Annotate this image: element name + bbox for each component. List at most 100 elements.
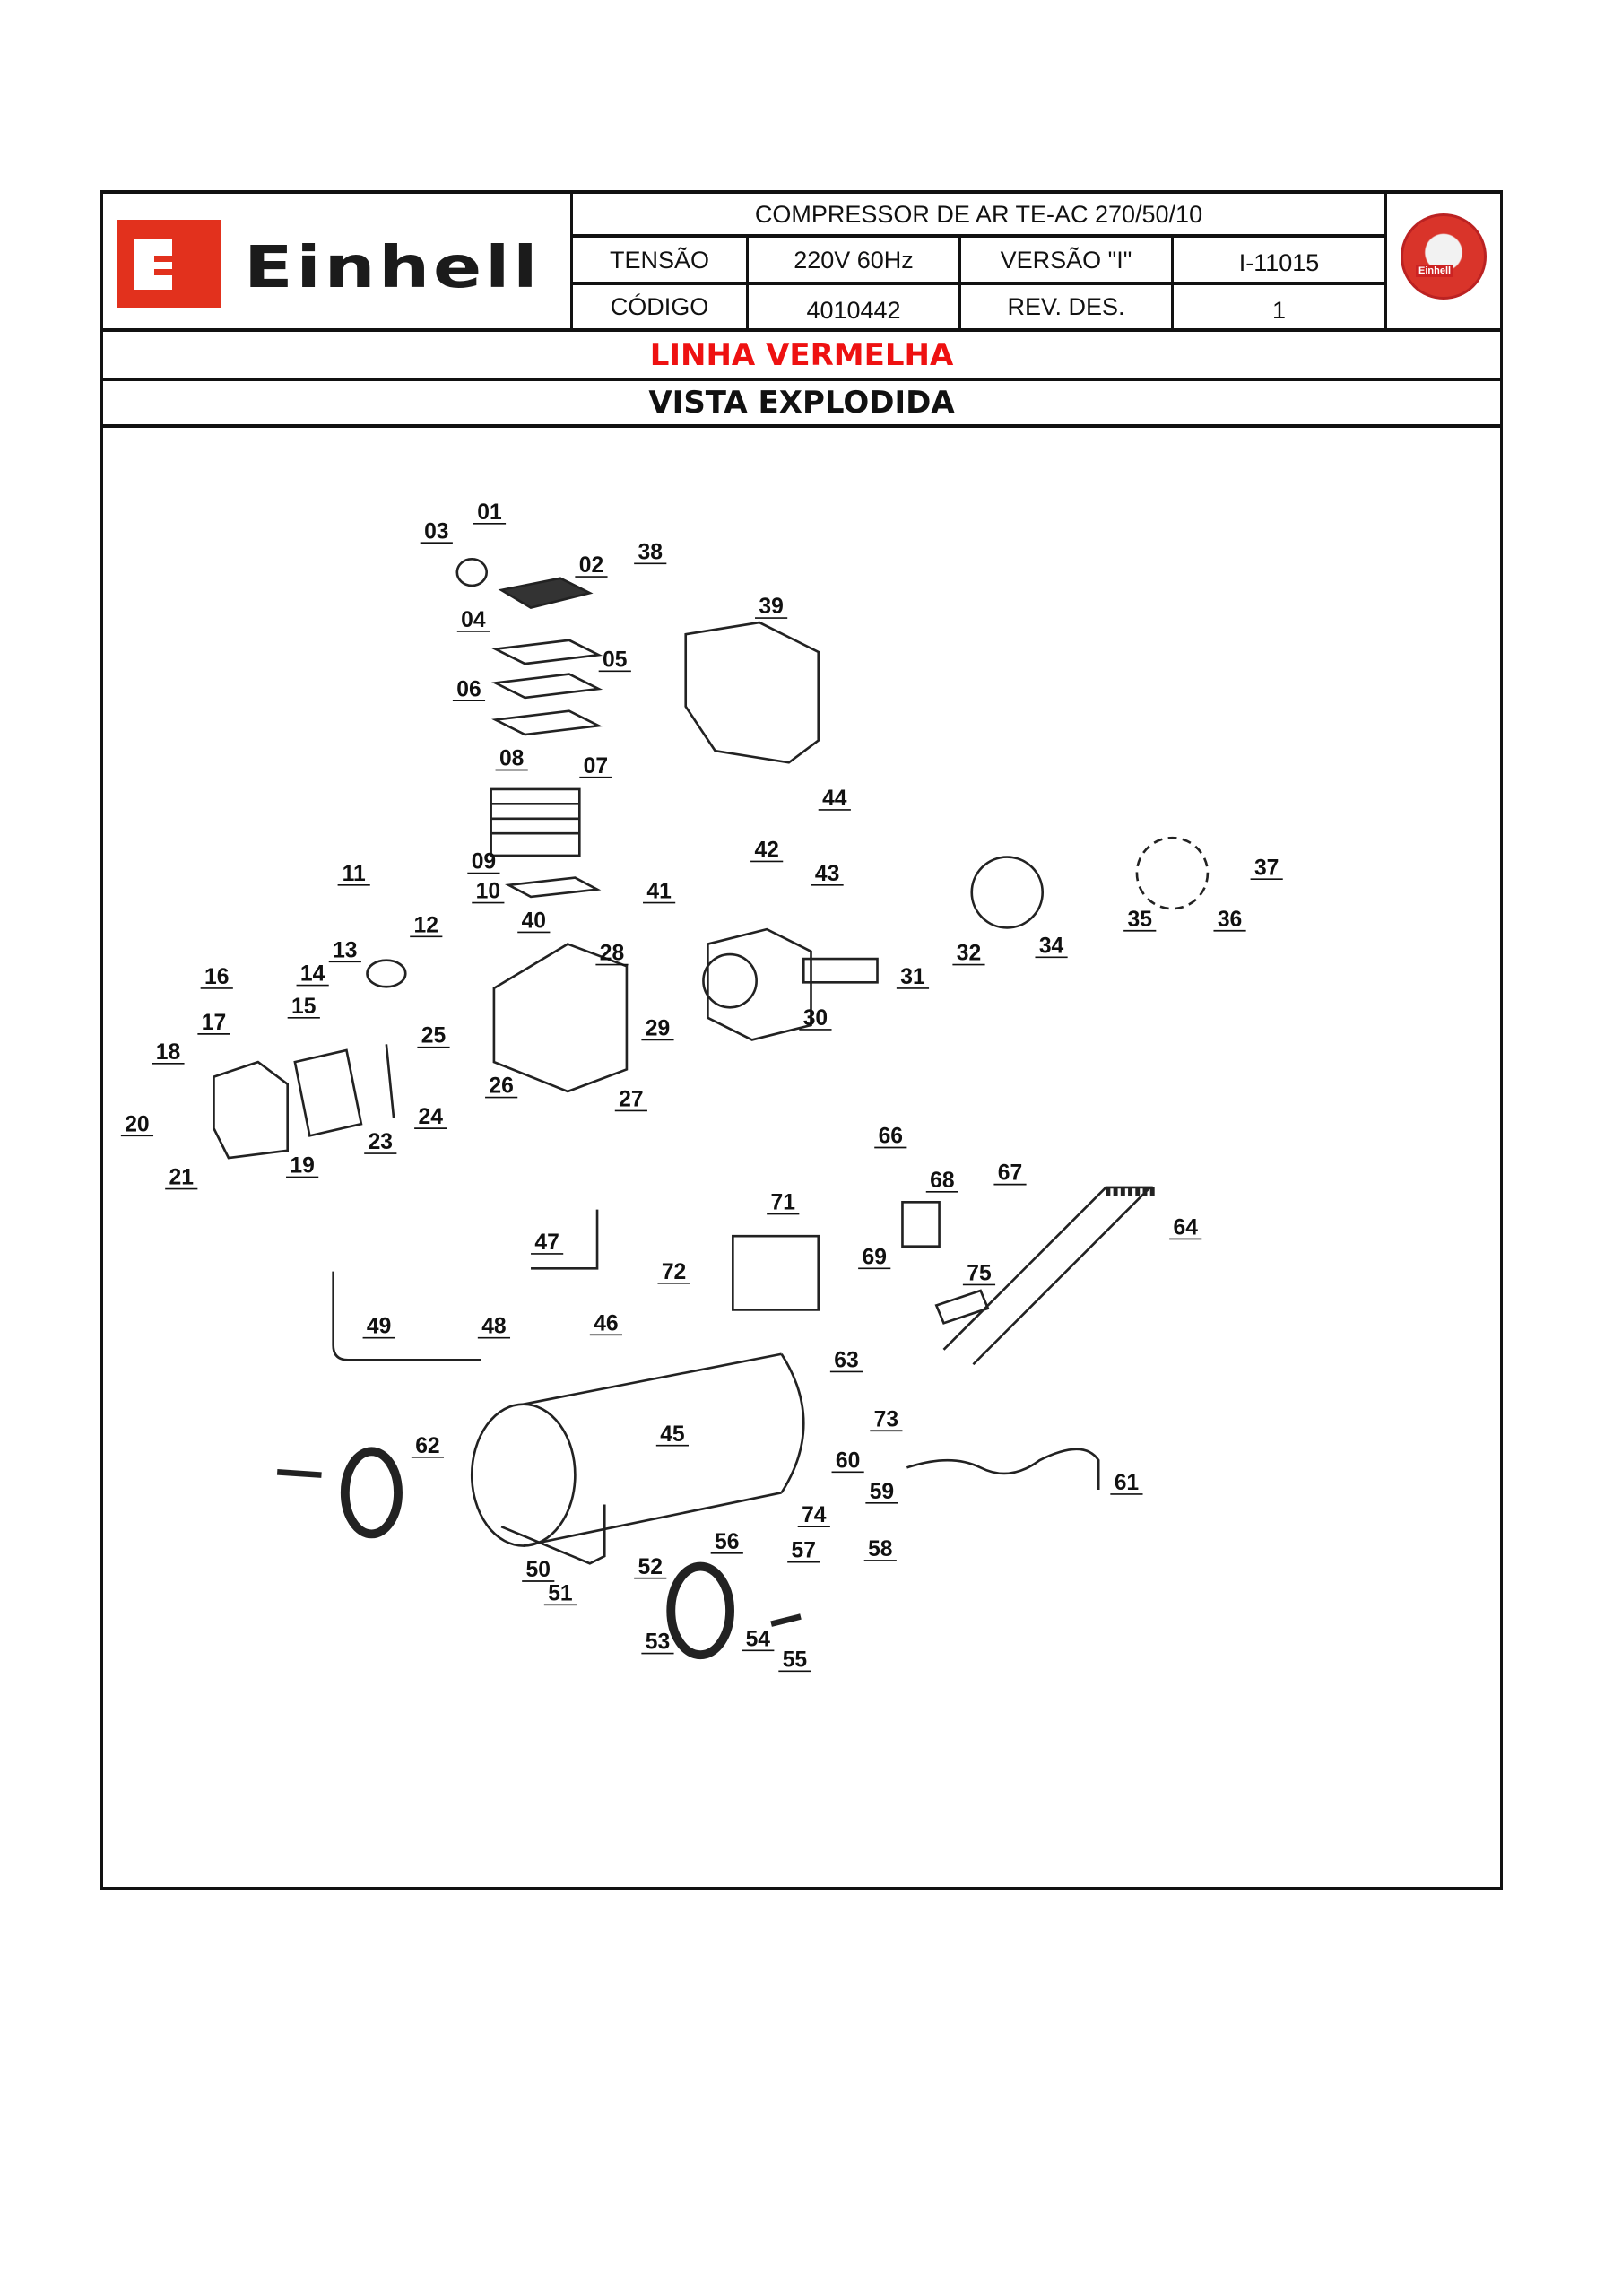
part-label: 15 xyxy=(291,995,317,1019)
label-rev-des: REV. DES. xyxy=(1007,292,1125,320)
part-label: 29 xyxy=(646,1017,670,1041)
part-drawings xyxy=(213,558,1210,1660)
part-label: 37 xyxy=(1254,856,1279,880)
part-drawing xyxy=(1135,836,1210,910)
part-label: 17 xyxy=(202,1011,226,1035)
part-label: 12 xyxy=(414,913,438,937)
part-label: 39 xyxy=(759,595,783,619)
part-label: 09 xyxy=(472,850,496,874)
part-drawing xyxy=(906,1448,1100,1491)
part-label: 59 xyxy=(870,1480,894,1504)
part-label: 42 xyxy=(754,839,778,863)
value-tensao: 220V 60Hz xyxy=(794,246,914,274)
part-label: 28 xyxy=(600,942,624,966)
line-name: LINHA VERMELHA xyxy=(649,336,954,373)
divider xyxy=(100,424,1503,428)
part-drawing xyxy=(470,1403,577,1547)
product-title: COMPRESSOR DE AR TE-AC 270/50/10 xyxy=(754,200,1203,228)
divider xyxy=(570,190,573,330)
section-title: VISTA EXPLODIDA xyxy=(648,385,955,421)
part-drawing xyxy=(802,957,879,984)
divider xyxy=(1171,236,1174,330)
part-label: 04 xyxy=(461,608,486,632)
label-codigo: CÓDIGO xyxy=(610,292,709,320)
part-label: 05 xyxy=(603,648,628,672)
divider xyxy=(100,328,1503,332)
part-drawing xyxy=(970,856,1045,929)
part-label: 64 xyxy=(1173,1216,1198,1240)
part-label: 49 xyxy=(367,1315,391,1339)
part-label: 55 xyxy=(783,1648,808,1672)
part-label: 25 xyxy=(421,1024,447,1048)
value-rev-des: 1 xyxy=(1271,296,1287,324)
part-drawing xyxy=(500,1504,606,1565)
part-label: 31 xyxy=(900,965,925,989)
part-drawing xyxy=(702,952,758,1009)
part-label: 63 xyxy=(834,1349,858,1373)
part-label: 26 xyxy=(489,1074,513,1099)
label-versao: VERSÃO "I" xyxy=(1000,246,1132,274)
part-label: 50 xyxy=(526,1558,551,1582)
part-label: 01 xyxy=(477,500,502,525)
part-label: 48 xyxy=(481,1315,506,1339)
part-label: 27 xyxy=(619,1087,643,1111)
part-label: 69 xyxy=(862,1245,886,1269)
part-label: 44 xyxy=(822,787,847,811)
part-label: 23 xyxy=(369,1130,393,1154)
divider xyxy=(958,236,961,330)
part-drawing xyxy=(934,1289,990,1325)
part-label: 16 xyxy=(204,965,229,989)
divider xyxy=(100,378,1503,381)
einhell-logo-mark xyxy=(117,220,221,308)
part-drawing xyxy=(523,1352,782,1547)
part-label: 68 xyxy=(930,1169,954,1193)
part-label: 74 xyxy=(802,1503,827,1527)
authorized-service-seal: Einhell xyxy=(1401,213,1487,300)
einhell-logo-text: Einhell xyxy=(244,235,542,301)
divider xyxy=(746,236,749,330)
part-label: 67 xyxy=(998,1161,1022,1186)
part-label: 08 xyxy=(499,747,524,771)
part-drawing xyxy=(666,1561,734,1660)
part-drawing xyxy=(490,787,581,857)
part-label: 02 xyxy=(579,553,603,578)
value-codigo: 4010442 xyxy=(806,296,901,324)
part-drawing xyxy=(492,943,629,1093)
part-label: 60 xyxy=(836,1448,860,1473)
part-label: 40 xyxy=(522,909,546,933)
label-tensao: TENSÃO xyxy=(609,246,710,274)
part-label: 53 xyxy=(646,1631,670,1655)
part-label: 56 xyxy=(715,1530,739,1554)
part-drawing xyxy=(276,1469,802,1627)
part-label: 43 xyxy=(815,862,839,886)
part-label: 03 xyxy=(424,519,448,544)
divider xyxy=(570,234,1386,238)
part-label: 38 xyxy=(638,540,663,564)
part-label: 62 xyxy=(415,1434,439,1458)
part-drawing xyxy=(340,1447,403,1539)
part-label: 24 xyxy=(418,1105,443,1129)
part-label: 52 xyxy=(638,1555,663,1579)
part-label: 75 xyxy=(967,1262,992,1286)
part-label: 54 xyxy=(746,1627,771,1651)
divider xyxy=(570,282,1386,285)
part-label: 36 xyxy=(1218,908,1242,932)
part-drawing xyxy=(732,1234,820,1311)
part-drawing xyxy=(293,1048,363,1137)
part-label: 34 xyxy=(1039,934,1064,958)
part-label: 14 xyxy=(300,962,325,987)
part-drawing xyxy=(366,959,407,988)
part-drawing xyxy=(332,1271,481,1361)
part-label: 51 xyxy=(548,1581,573,1605)
part-drawing xyxy=(385,1044,395,1118)
part-label: 45 xyxy=(660,1422,685,1447)
part-drawing xyxy=(531,1209,599,1270)
value-versao: I-11015 xyxy=(1238,248,1320,276)
part-label: 18 xyxy=(156,1040,180,1065)
divider xyxy=(1384,190,1387,330)
part-label: 32 xyxy=(957,942,981,966)
part-label: 10 xyxy=(476,880,500,904)
part-label: 19 xyxy=(290,1153,314,1178)
